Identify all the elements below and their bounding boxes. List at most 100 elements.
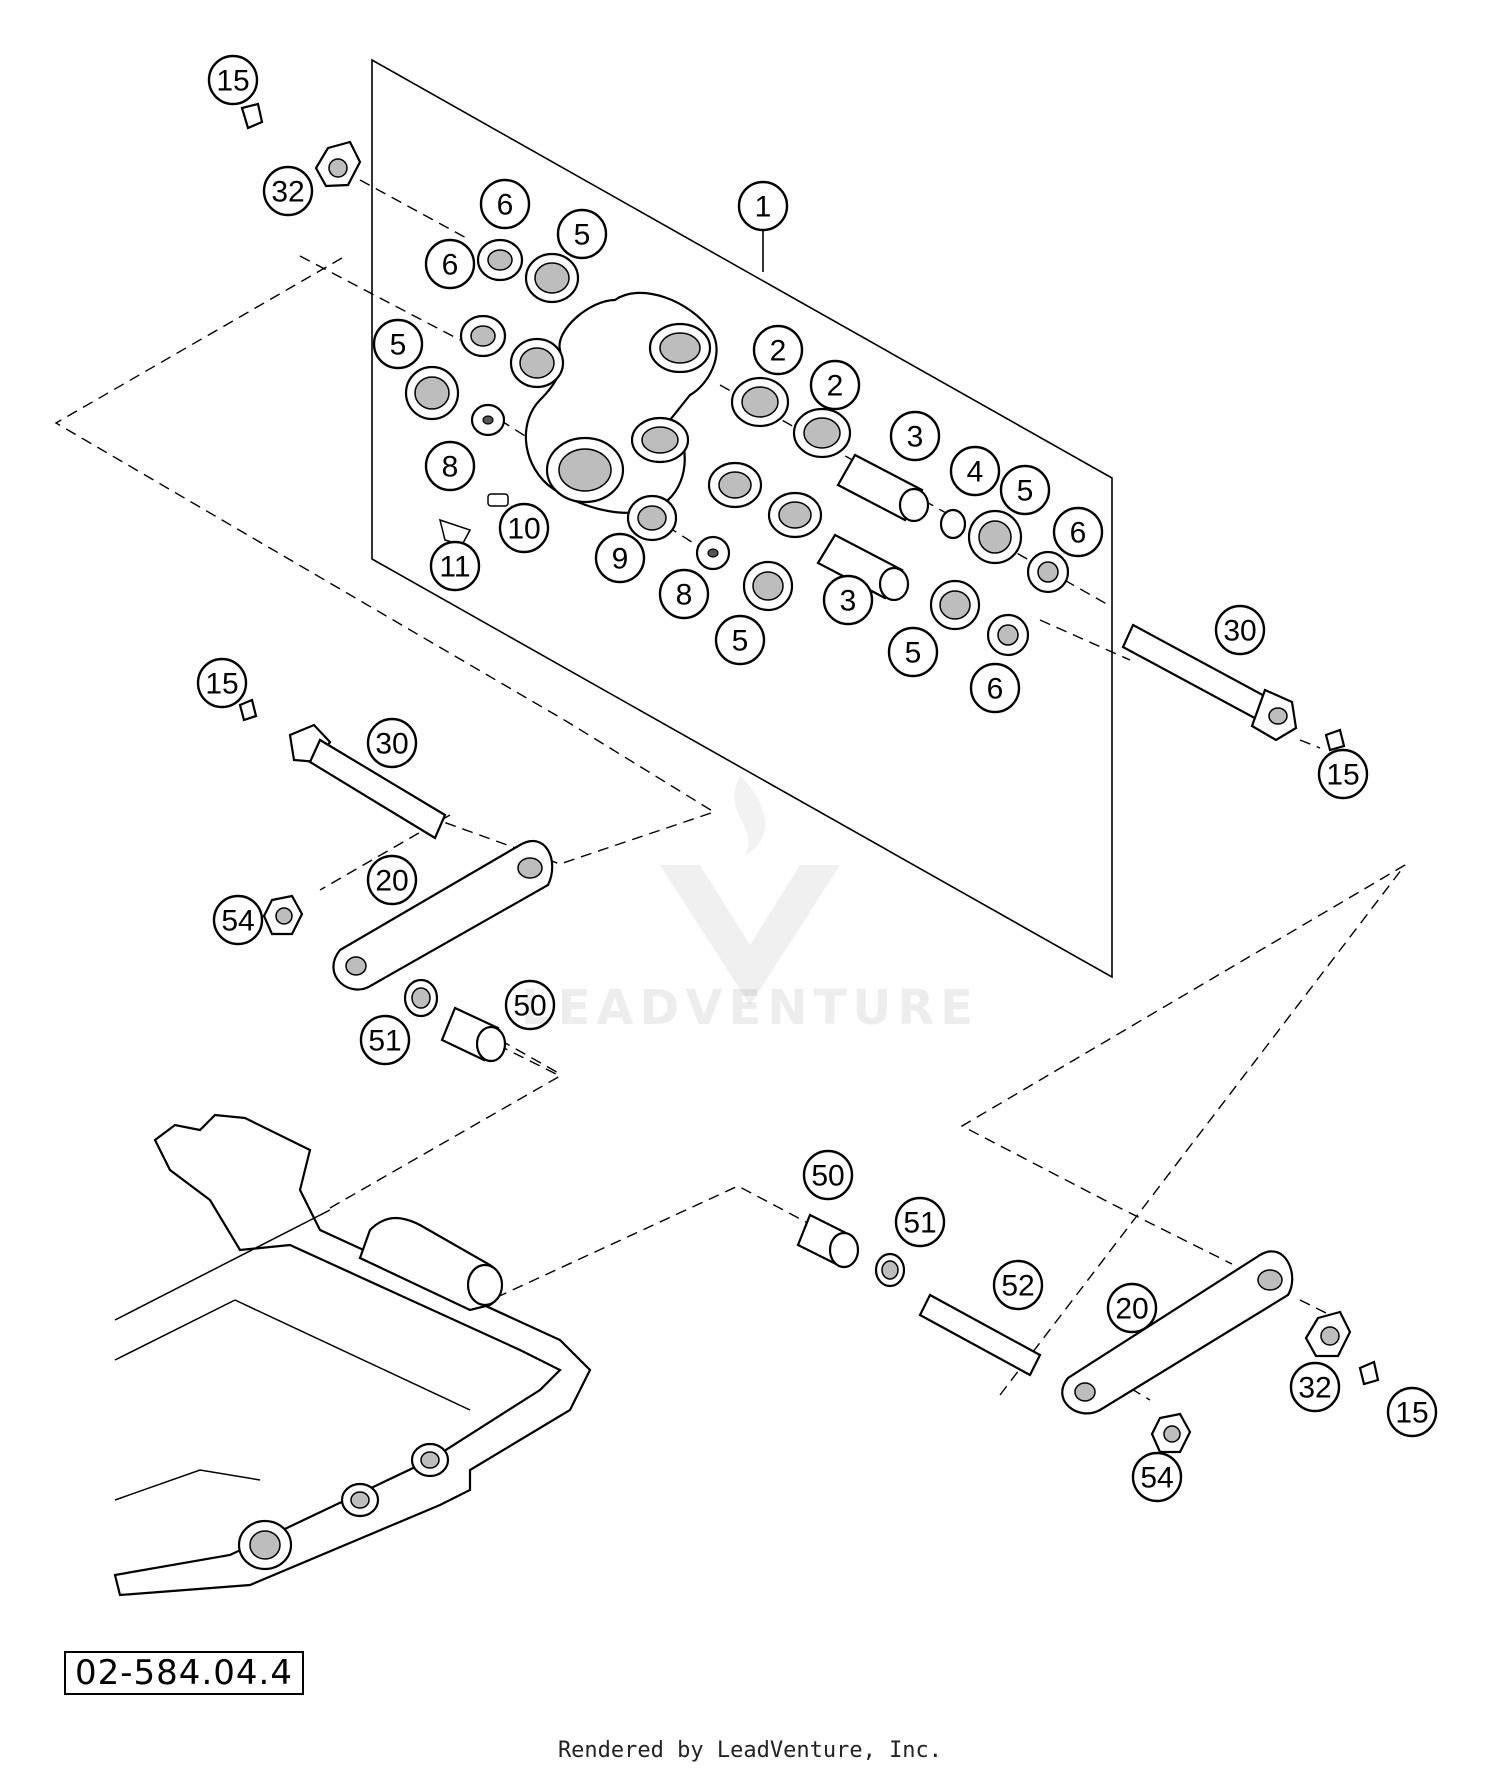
callout-label: 2 [770,335,787,368]
bolt-30-right [1121,623,1298,742]
axis-lower-right [1039,619,1131,661]
footer-credit: Rendered by LeadVenture, Inc. [557,1738,943,1763]
callout-11[interactable]: 11 [429,540,481,592]
callout-54[interactable]: 54 [1131,1451,1183,1503]
callout-15[interactable]: 15 [207,54,259,106]
callout-label: 30 [1223,615,1256,648]
callout-label: 8 [676,579,693,612]
callout-label: 15 [205,668,238,701]
callout-50[interactable]: 50 [802,1149,854,1201]
axis-bolt-right [1299,739,1321,749]
callout-label: 6 [497,189,514,222]
callout-2[interactable]: 2 [752,324,804,376]
mounting-outline-diag [999,864,1406,1396]
callout-4[interactable]: 4 [949,445,1001,497]
callout-9[interactable]: 9 [594,532,646,584]
mounting-outline-lower [329,1031,562,1209]
nut-54-left [262,894,304,936]
callout-label: 20 [375,865,408,898]
callout-3[interactable]: 3 [889,410,941,462]
pin-52 [918,1293,1042,1377]
nut-54-lower [1150,1412,1192,1454]
callout-label: 4 [967,456,984,489]
swingarm [113,1113,592,1597]
seal-5-right-lower [929,579,981,631]
callout-label: 5 [732,625,749,658]
axis-upper [299,255,461,341]
callout-8[interactable]: 8 [658,568,710,620]
axis-sleeve [499,1039,563,1076]
callout-label: 5 [1017,475,1034,508]
nut-32-top [314,140,362,188]
bearing-50-right [796,1213,860,1269]
callout-label: 50 [513,990,546,1023]
callout-51[interactable]: 51 [359,1014,411,1066]
seal-5-left [404,365,460,421]
callout-5[interactable]: 5 [556,208,608,260]
callout-30[interactable]: 30 [1214,604,1266,656]
callout-52[interactable]: 52 [992,1259,1044,1311]
callout-51[interactable]: 51 [894,1196,946,1248]
callout-3[interactable]: 3 [822,574,874,626]
callout-label: 52 [1001,1270,1034,1303]
callout-20[interactable]: 20 [366,854,418,906]
assembly-frame [371,58,1113,979]
callout-label: 9 [612,543,629,576]
callout-15[interactable]: 15 [1386,1386,1438,1438]
nut-32-lower [1304,1310,1352,1358]
callout-6[interactable]: 6 [424,238,476,290]
needle-bearing-lower-a [707,461,763,509]
callout-2[interactable]: 2 [809,359,861,411]
axis-top [359,179,471,241]
callout-label: 15 [1395,1397,1428,1430]
link-rod-20-left [332,839,554,991]
callout-5[interactable]: 5 [887,626,939,678]
callout-label: 5 [574,219,591,252]
ring-51-right [874,1252,906,1288]
callout-15[interactable]: 15 [1317,748,1369,800]
ring-51-left [403,978,439,1018]
callout-32[interactable]: 32 [1289,1361,1341,1413]
callout-label: 20 [1115,1293,1148,1326]
callout-6[interactable]: 6 [1052,506,1104,558]
rocker-lever [524,291,718,514]
seal-5-top [524,252,580,304]
callout-1[interactable]: 1 [737,180,789,232]
callout-label: 1 [755,191,772,224]
callout-5[interactable]: 5 [714,614,766,666]
link-rod-20-right [1061,1250,1294,1415]
callout-6[interactable]: 6 [479,178,531,230]
callout-32[interactable]: 32 [262,165,314,217]
callout-label: 2 [827,370,844,403]
cap-15-top [240,102,264,130]
bushing-6-right-lower [986,613,1030,657]
bushing-9 [626,494,678,542]
callout-15[interactable]: 15 [196,657,248,709]
callout-30[interactable]: 30 [366,717,418,769]
callout-20[interactable]: 20 [1106,1282,1158,1334]
needle-bearing-2-b [792,407,852,459]
spacer-sleeve-3-upper [836,453,930,523]
callout-label: 50 [811,1160,844,1193]
watermark-text: LEADVENTURE [521,980,979,1036]
callout-5[interactable]: 5 [999,464,1051,516]
callout-label: 5 [390,329,407,362]
callout-5[interactable]: 5 [372,318,424,370]
callout-label: 3 [907,421,924,454]
callout-label: 3 [840,585,857,618]
bushing-6-upper [459,314,507,358]
callout-6[interactable]: 6 [969,662,1021,714]
callout-54[interactable]: 54 [212,894,264,946]
seal-5-right-upper [967,509,1023,565]
callout-10[interactable]: 10 [498,502,550,554]
callout-label: 30 [375,728,408,761]
mounting-outline-right [960,864,1406,1265]
callout-label: 32 [1298,1372,1331,1405]
seal-5-lower [742,560,794,612]
cap-15-lower-right [1358,1360,1380,1386]
callout-50[interactable]: 50 [504,979,556,1031]
cap-15-right [1324,728,1346,752]
callout-8[interactable]: 8 [424,440,476,492]
seal-5-upper [509,337,565,389]
ring-4 [939,508,967,540]
